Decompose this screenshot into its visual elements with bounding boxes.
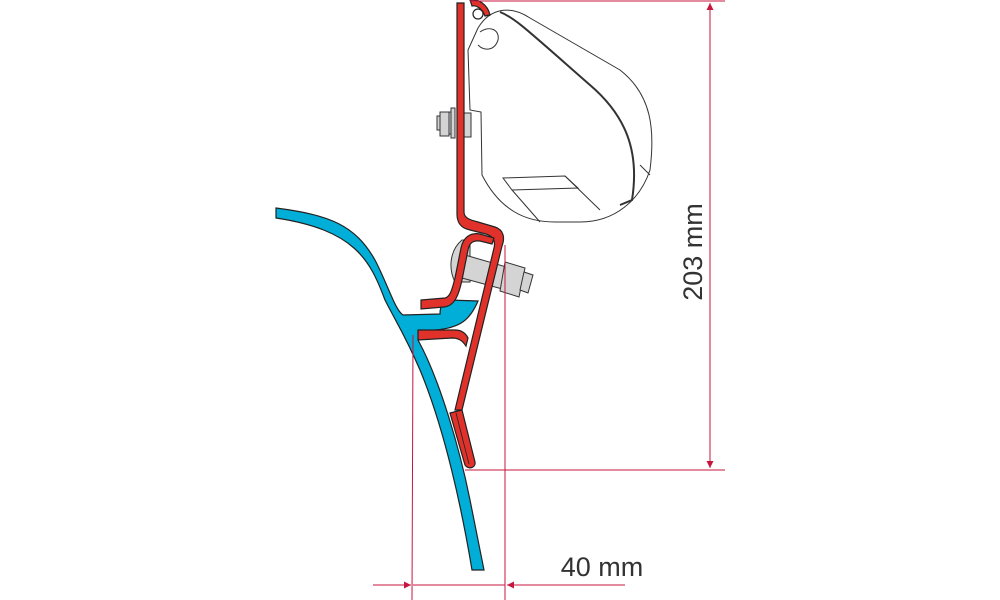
offset-dimension-label: 40 mm [561, 552, 644, 582]
upper-bolt [436, 107, 472, 139]
adapter-bracket [417, 0, 505, 469]
vehicle-roof-profile [275, 207, 485, 571]
height-dimension [465, 0, 725, 471]
offset-dimension [373, 245, 625, 600]
height-dimension-label: 203 mm [678, 203, 708, 301]
awning-housing [467, 9, 653, 223]
